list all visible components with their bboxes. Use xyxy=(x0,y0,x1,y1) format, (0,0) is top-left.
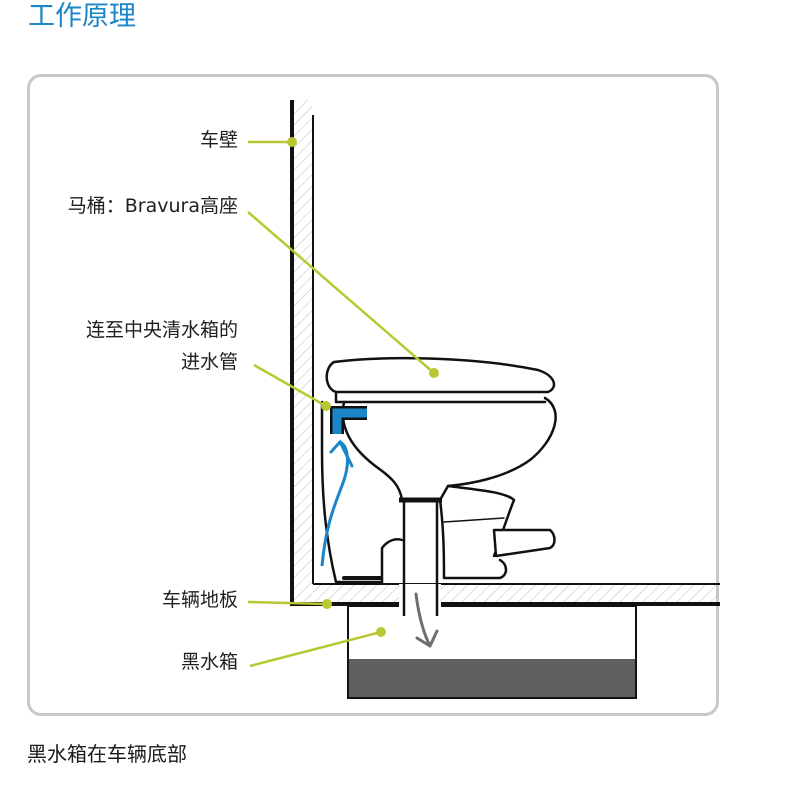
inlet-elbow xyxy=(332,408,367,434)
dot-toilet xyxy=(429,368,439,378)
toilet-seat-ring xyxy=(334,390,547,404)
callout-black-tank: 黑水箱 xyxy=(180,651,238,673)
tank-waste-level xyxy=(349,659,635,697)
inlet-flow-arrow xyxy=(320,440,349,567)
toilet-lid xyxy=(325,356,556,394)
toilet-bowl-back xyxy=(341,400,404,502)
leader-black-tank xyxy=(249,630,382,668)
toilet-pump-cover xyxy=(380,538,404,584)
drain-flow-arrow xyxy=(414,592,432,648)
diagram-caption: 黑水箱在车辆底部 xyxy=(27,742,187,766)
inlet-flow-arrowhead xyxy=(329,439,354,468)
water-inlet xyxy=(320,406,367,567)
callout-wall: 车壁 xyxy=(199,129,238,151)
leader-floor xyxy=(247,600,328,606)
leader-toilet xyxy=(247,211,435,374)
drain-flow-arrowhead xyxy=(415,629,439,648)
drain-opening xyxy=(399,584,441,608)
black-water-tank xyxy=(347,605,637,699)
toilet xyxy=(320,356,557,584)
callout-inlet-line1: 连至中央清水箱的 xyxy=(85,319,238,341)
callout-inlet-line2: 进水管 xyxy=(180,351,238,373)
wall-hatch xyxy=(292,100,312,602)
leader-dots xyxy=(287,137,439,637)
floor-hatch xyxy=(313,584,719,604)
vehicle-wall xyxy=(290,100,314,604)
dot-black-tank xyxy=(376,627,386,637)
page-title: 工作原理 xyxy=(28,1,136,32)
pedestal-seam xyxy=(443,517,505,523)
toilet-rear-housing xyxy=(320,400,384,584)
flush-pedal xyxy=(492,528,556,558)
dot-inlet xyxy=(321,401,331,411)
leader-lines xyxy=(247,140,435,668)
toilet-pedestal-front xyxy=(438,498,508,580)
leader-inlet xyxy=(253,363,327,408)
drain-pipe xyxy=(399,497,442,616)
vehicle-floor xyxy=(290,583,720,606)
callout-floor: 车辆地板 xyxy=(161,589,238,611)
diagram-frame xyxy=(27,74,719,716)
callout-toilet: 马桶：Bravura高座 xyxy=(67,195,238,217)
toilet-bowl-front xyxy=(438,396,557,502)
dot-wall xyxy=(287,137,297,147)
drain-flow xyxy=(414,592,439,648)
dot-floor xyxy=(322,599,332,609)
